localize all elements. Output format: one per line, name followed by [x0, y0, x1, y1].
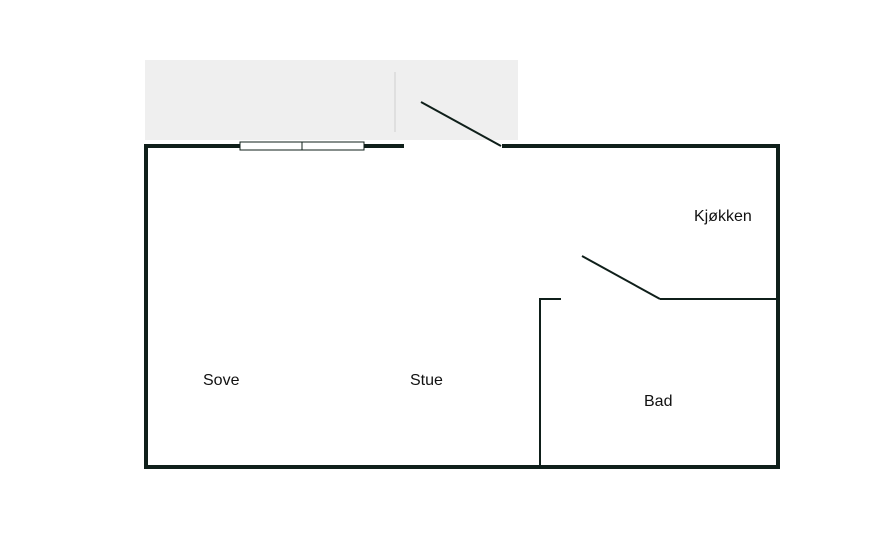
bathroom-door [581, 255, 661, 300]
bathroom-wall-left [539, 298, 561, 467]
room-label-bad: Bad [644, 393, 672, 410]
balcony-area [145, 60, 518, 140]
window-pane-right [301, 141, 365, 151]
room-label-sove: Sove [203, 372, 240, 389]
window-pane-left [239, 141, 303, 151]
entrance-door [420, 101, 502, 147]
outer-walls [144, 144, 780, 469]
window [239, 141, 365, 151]
bathroom-walls [539, 298, 778, 467]
wall-top-left [144, 144, 780, 469]
room-label-kjokken: Kjøkken [694, 208, 752, 225]
room-label-stue: Stue [410, 372, 443, 389]
